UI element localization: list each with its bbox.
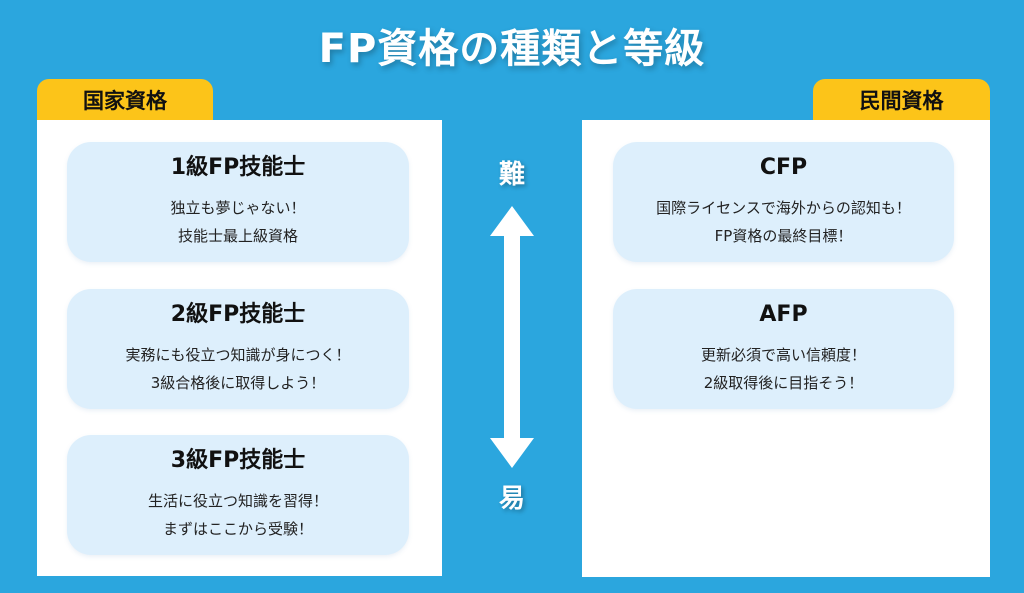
difficulty-easy-label: 易 [498,484,525,514]
difficulty-hard-label: 難 [498,160,525,190]
page-title: FP資格の種類と等級 [318,26,706,72]
card-afp: AFP 更新必須で高い信頼度！ 2級取得後に目指そう！ [613,289,954,409]
card-description-line: 更新必須で高い信頼度！ [700,346,866,364]
card-description-line: 2級取得後に目指そう！ [703,374,864,392]
card-fp-level-3: 3級FP技能士 生活に役立つ知識を習得！ まずはここから受験！ [67,435,409,555]
private-qualification-tab: 民間資格 [813,79,990,125]
card-description-line: 国際ライセンスで海外からの認知も！ [656,199,911,217]
card-description-line: 技能士最上級資格 [177,227,298,245]
card-description-line: 3級合格後に取得しよう！ [150,374,326,392]
card-description-line: 独立も夢じゃない！ [170,199,306,217]
card-fp-level-1: 1級FP技能士 独立も夢じゃない！ 技能士最上級資格 [67,142,409,262]
card-description-line: まずはここから受験！ [162,520,313,538]
card-description-line: FP資格の最終目標！ [714,227,853,245]
card-title: 1級FP技能士 [170,155,306,180]
card-description-line: 実務にも役立つ知識が身につく！ [125,346,351,364]
national-qualification-panel: 1級FP技能士 独立も夢じゃない！ 技能士最上級資格 2級FP技能士 実務にも役… [37,120,442,576]
private-qualification-label: 民間資格 [859,89,944,113]
card-description-line: 生活に役立つ知識を習得！ [147,492,328,510]
card-cfp: CFP 国際ライセンスで海外からの認知も！ FP資格の最終目標！ [613,142,954,262]
card-title: 2級FP技能士 [170,302,306,327]
national-qualification-label: 国家資格 [83,89,167,113]
private-qualification-panel: CFP 国際ライセンスで海外からの認知も！ FP資格の最終目標！ AFP 更新必… [582,120,990,577]
national-qualification-tab: 国家資格 [37,79,213,125]
card-title: 3級FP技能士 [170,448,306,473]
difficulty-scale: 難 易 [480,150,544,530]
card-fp-level-2: 2級FP技能士 実務にも役立つ知識が身につく！ 3級合格後に取得しよう！ [67,289,409,409]
double-headed-arrow-icon [490,206,534,468]
card-title: AFP [759,302,808,327]
card-title: CFP [759,155,808,180]
